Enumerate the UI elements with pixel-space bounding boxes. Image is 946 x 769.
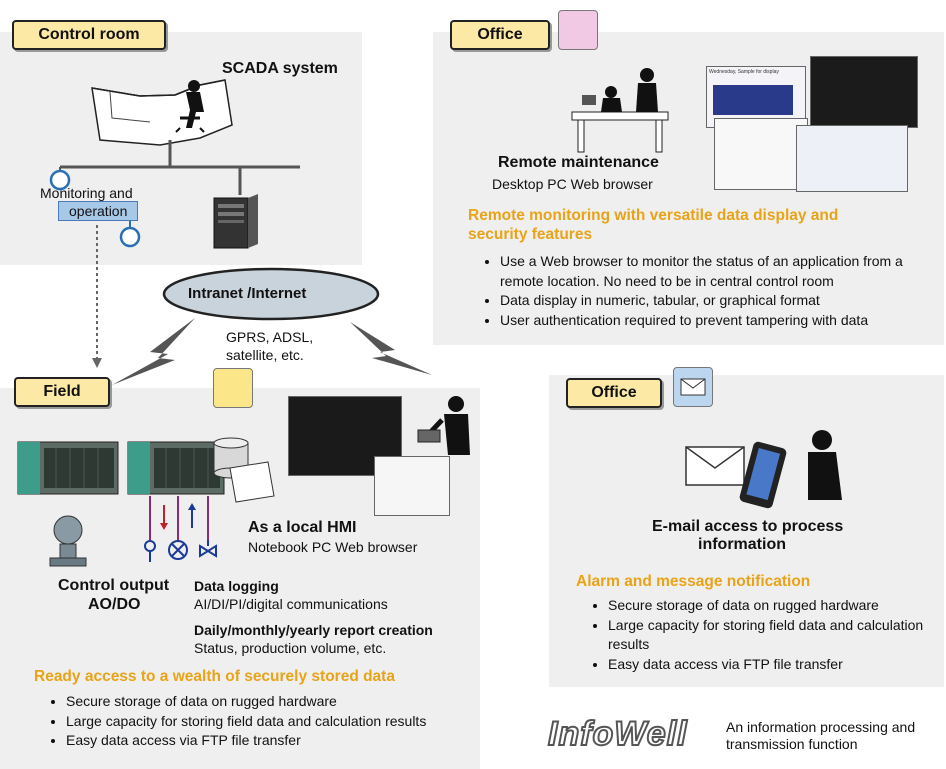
office-bottom-tag: Office [566, 378, 662, 408]
io-module-right [127, 441, 225, 495]
control-room-tag: Control room [12, 20, 166, 50]
control-room-panel [0, 32, 362, 265]
database-icon [213, 368, 253, 408]
list-item: Easy data access via FTP file transfer [66, 731, 486, 751]
list-item: User authentication required to prevent … [500, 311, 940, 331]
field-tag: Field [14, 377, 110, 407]
remote-maintenance-subtitle: Desktop PC Web browser [492, 176, 653, 192]
hmi-screen-2 [374, 456, 450, 516]
brand-tagline-line1: An information processing and [726, 719, 916, 735]
office-top-heading-line2: security features [468, 226, 593, 243]
field-heading: Ready access to a wealth of securely sto… [34, 668, 395, 685]
io-module-left [17, 441, 119, 495]
office-top-bullets: Use a Web browser to monitor the status … [484, 252, 940, 330]
field-operator-illustration [417, 396, 470, 455]
infowell-logo: InfoWell [547, 714, 688, 754]
remote-maintenance-title: Remote maintenance [498, 154, 659, 171]
report-label: Daily/monthly/yearly report creation [194, 622, 433, 638]
network-cloud [162, 267, 380, 321]
list-item: Large capacity for storing field data an… [608, 616, 946, 655]
list-item: Secure storage of data on rugged hardwar… [608, 596, 946, 616]
transmitter-illustration [49, 515, 87, 567]
brand-tagline-line2: transmission function [726, 736, 858, 752]
control-output-line2: AO/DO [88, 596, 141, 613]
email-title-line1: E-mail access to process [652, 518, 844, 535]
list-item: Secure storage of data on rugged hardwar… [66, 692, 486, 712]
connector-node-top [49, 169, 71, 191]
email-illustration [685, 430, 842, 509]
connector-node-bottom [119, 226, 141, 248]
local-hmi-label: As a local HMI [248, 519, 357, 536]
local-hmi-sub: Notebook PC Web browser [248, 539, 418, 555]
scada-label: SCADA system [222, 60, 338, 77]
list-item: Large capacity for storing field data an… [66, 712, 486, 732]
monitoring-label-line1: Monitoring and [40, 185, 133, 201]
monitoring-label-line2: operation [58, 201, 139, 221]
office-screen-3 [714, 118, 808, 190]
office-screen-title: Wednesday, Sample for display [709, 69, 779, 75]
office-top-tag: Office [450, 20, 550, 50]
mail-icon [673, 367, 713, 407]
data-logging-sub: AI/DI/PI/digital communications [194, 596, 388, 612]
gprs-line1: GPRS, ADSL, [226, 329, 314, 345]
office-top-heading-line1: Remote monitoring with versatile data di… [468, 207, 839, 224]
gprs-line2: satellite, etc. [226, 347, 304, 363]
report-sub: Status, production volume, etc. [194, 640, 387, 656]
office-bottom-panel [549, 375, 944, 687]
office-top-icon [558, 10, 598, 50]
office-bottom-heading: Alarm and message notification [576, 573, 811, 590]
office-bottom-bullets: Secure storage of data on rugged hardwar… [592, 596, 946, 674]
office-screen-2 [810, 56, 918, 128]
control-output-line1: Control output [58, 577, 170, 594]
list-item: Data display in numeric, tabular, or gra… [500, 291, 940, 311]
office-workers-illustration [571, 68, 669, 153]
list-item: Easy data access via FTP file transfer [608, 655, 946, 675]
scada-desk-illustration [91, 79, 233, 146]
server-illustration [213, 194, 258, 249]
list-item: Use a Web browser to monitor the status … [500, 252, 940, 291]
field-bullets: Secure storage of data on rugged hardwar… [50, 692, 486, 751]
office-screen-1: Wednesday, Sample for display [706, 66, 806, 128]
storage-illustration [213, 437, 275, 503]
email-title-line2: information [698, 536, 786, 553]
office-screen-4 [796, 125, 908, 192]
network-label: Intranet /Internet [188, 285, 307, 302]
data-logging-label: Data logging [194, 578, 279, 594]
